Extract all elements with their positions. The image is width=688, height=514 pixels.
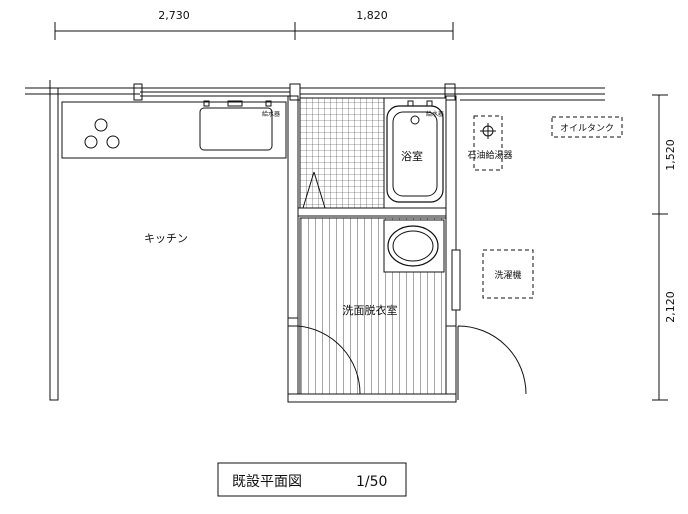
dim-right-upper: 1,520 xyxy=(664,139,677,171)
dim-right-lower: 2,120 xyxy=(664,291,677,323)
washbasin xyxy=(387,225,439,267)
kitchen-counter xyxy=(61,100,287,159)
faucet-label-left: 給水器 xyxy=(262,110,280,118)
washing-machine xyxy=(482,249,534,299)
drawing-scale: 1/50 xyxy=(356,474,387,490)
burner-icon xyxy=(84,135,98,149)
burner-icon xyxy=(94,118,108,132)
oil-tank xyxy=(551,116,623,138)
washing-machine-label: 洗濯機 xyxy=(494,269,521,281)
burner-icon xyxy=(106,135,120,149)
faucet-label-right: 給水器 xyxy=(426,110,444,118)
room-label-bathroom: 浴室 xyxy=(401,149,423,163)
exterior-door xyxy=(457,325,527,400)
water-heater xyxy=(473,115,503,171)
dim-top-right: 1,820 xyxy=(356,9,388,22)
bathtub xyxy=(386,105,444,203)
dimension-lines xyxy=(54,22,668,401)
dim-top-left: 2,730 xyxy=(158,9,190,22)
oil-tank-label: オイルタンク xyxy=(560,123,614,134)
washroom xyxy=(297,217,461,395)
water-heater-label: 石油給湯器 xyxy=(467,149,512,161)
room-label-washroom: 洗面脱衣室 xyxy=(343,303,398,317)
room-label-kitchen: キッチン xyxy=(144,232,188,245)
title-block xyxy=(217,462,407,497)
bathroom xyxy=(299,97,447,209)
walls xyxy=(25,80,605,403)
drawing-title: 既設平面図 xyxy=(232,474,302,490)
